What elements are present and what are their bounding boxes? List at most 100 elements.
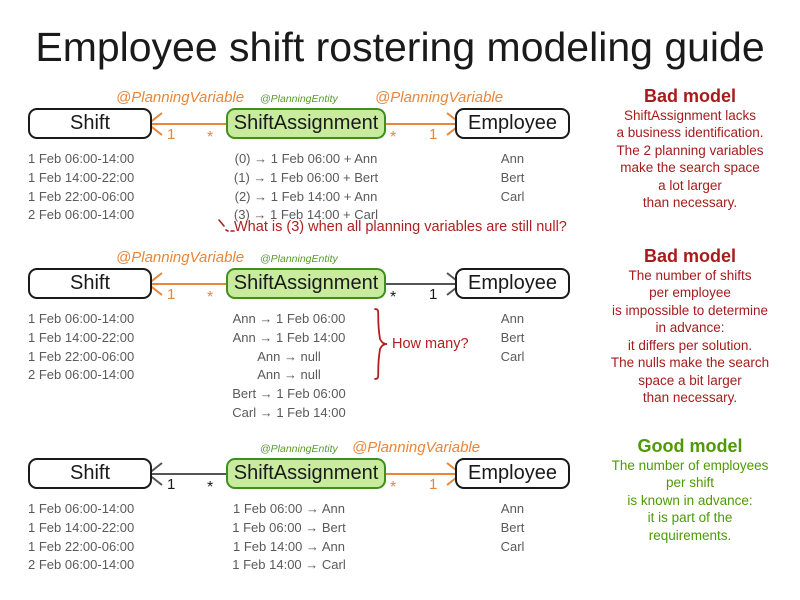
shift-list: 1 Feb 06:00-14:00 1 Feb 14:00-22:00 1 Fe… <box>28 150 134 225</box>
multiplicity-employee-many: * <box>390 289 397 306</box>
list-item: 2 Feb 06:00-14:00 <box>28 207 135 223</box>
shift-assignment-list: (0) → 1 Feb 06:00 + Ann (1) → 1 Feb 06:0… <box>206 150 406 225</box>
list-item: Carl <box>500 188 525 204</box>
note-line: than necessary. <box>642 195 738 210</box>
list-item: Ann → 1 Feb 14:00 <box>232 329 346 345</box>
annotation-planning-variable-left: @PlanningVariable <box>116 89 245 106</box>
note-line: The number of employees <box>611 457 769 473</box>
list-item: Ann → 1 Feb 06:00 <box>232 311 346 326</box>
list-item: (3) → 1 Feb 14:00 + Carl <box>233 207 379 223</box>
association-line-shift <box>152 283 228 285</box>
list-item: 1 Feb 06:00 → Bert <box>232 519 346 535</box>
class-box-shift[interactable]: Shift <box>28 458 152 489</box>
verdict-heading: Good model <box>637 436 743 456</box>
class-box-employee[interactable]: Employee <box>455 268 570 299</box>
list-item: Bert <box>500 169 525 185</box>
list-item: 1 Feb 22:00-06:00 <box>28 348 135 364</box>
multiplicity-shift-one: 1 <box>167 286 176 303</box>
page-title: Employee shift rostering modeling guide <box>35 24 765 70</box>
multiplicity-employee-one: 1 <box>429 126 438 143</box>
list-item: Ann <box>500 501 525 516</box>
note-line: The 2 planning variables <box>616 142 764 158</box>
callout-null-question: What is (3) when all planning variables … <box>234 219 567 235</box>
note-line: it differs per solution. <box>627 337 753 353</box>
employee-list: Ann Bert Carl <box>455 310 570 366</box>
class-box-shift-assignment[interactable]: ShiftAssignment <box>226 108 386 139</box>
association-line-employee <box>385 473 461 475</box>
shift-assignment-list: Ann → 1 Feb 06:00 Ann → 1 Feb 14:00 Ann … <box>206 310 372 423</box>
class-box-shift-assignment[interactable]: ShiftAssignment <box>226 458 386 489</box>
callout-leader-line <box>218 219 238 235</box>
note-line: per employee <box>649 285 731 300</box>
list-item: Bert <box>500 329 525 345</box>
section-2: @PlanningVariable @PlanningEntity 1 * * … <box>0 0 800 420</box>
list-item: 1 Feb 14:00-22:00 <box>28 329 135 345</box>
list-item: 2 Feb 06:00-14:00 <box>28 367 135 383</box>
multiplicity-shift-one: 1 <box>167 476 176 493</box>
list-item: Bert <box>500 519 525 535</box>
class-box-employee[interactable]: Employee <box>455 108 570 139</box>
class-box-shift[interactable]: Shift <box>28 108 152 139</box>
multiplicity-shift-many: * <box>207 129 214 146</box>
list-item: 1 Feb 06:00-14:00 <box>28 151 135 166</box>
verdict-note-1: Bad model ShiftAssignment lacks a busine… <box>580 86 800 212</box>
list-item: 1 Feb 14:00-22:00 <box>28 169 135 185</box>
list-item: (1) → 1 Feb 06:00 + Bert <box>233 169 379 185</box>
multiplicity-employee-many: * <box>390 129 397 146</box>
annotation-planning-entity: @PlanningEntity <box>260 443 338 455</box>
annotation-planning-entity: @PlanningEntity <box>260 93 338 105</box>
list-item: 1 Feb 06:00 → Ann <box>232 501 346 516</box>
note-line: requirements. <box>648 527 732 543</box>
list-item: 1 Feb 06:00-14:00 <box>28 311 135 326</box>
class-box-shift-assignment[interactable]: ShiftAssignment <box>226 268 386 299</box>
note-line: ShiftAssignment lacks <box>623 107 757 123</box>
list-item: 1 Feb 22:00-06:00 <box>28 188 135 204</box>
note-line: per shift <box>665 475 715 490</box>
list-item: (2) → 1 Feb 14:00 + Ann <box>234 188 378 204</box>
association-line-employee <box>385 123 461 125</box>
list-item: (0) → 1 Feb 06:00 + Ann <box>234 151 378 166</box>
employee-list: Ann Bert Carl <box>455 500 570 556</box>
list-item: Bert → 1 Feb 06:00 <box>232 386 346 402</box>
list-item: Ann → null <box>257 348 321 364</box>
shift-assignment-list: 1 Feb 06:00 → Ann 1 Feb 06:00 → Bert 1 F… <box>206 500 372 575</box>
section-1: @PlanningVariable @PlanningEntity @Plann… <box>0 0 800 240</box>
class-box-shift[interactable]: Shift <box>28 268 152 299</box>
list-item: 2 Feb 06:00-14:00 <box>28 557 135 573</box>
note-line: The number of shifts <box>628 267 752 283</box>
note-line: space a bit larger <box>638 372 742 388</box>
association-line-employee <box>385 283 461 285</box>
list-item: 1 Feb 22:00-06:00 <box>28 538 135 554</box>
list-item: Carl <box>500 348 525 364</box>
list-item: 1 Feb 14:00 → Carl <box>232 557 346 573</box>
association-line-shift <box>152 473 228 475</box>
annotation-planning-variable-right: @PlanningVariable <box>375 89 504 106</box>
multiplicity-employee-one: 1 <box>429 476 438 493</box>
note-line: The nulls make the search <box>610 355 770 370</box>
note-line: than necessary. <box>642 390 738 405</box>
list-item: Carl <box>500 538 525 554</box>
multiplicity-employee-one: 1 <box>429 286 438 303</box>
note-line: make the search space <box>620 160 760 175</box>
list-item: 1 Feb 14:00-22:00 <box>28 519 135 535</box>
note-line: it is part of the <box>647 510 733 525</box>
list-item: Ann → null <box>257 367 321 383</box>
class-box-employee[interactable]: Employee <box>455 458 570 489</box>
list-item: 1 Feb 06:00-14:00 <box>28 501 135 516</box>
multiplicity-employee-many: * <box>390 479 397 496</box>
note-line: is impossible to determine <box>611 302 769 318</box>
verdict-note-3: Good model The number of employees per s… <box>580 436 800 544</box>
verdict-note-2: Bad model The number of shifts per emplo… <box>580 246 800 407</box>
note-line: in advance: <box>655 320 725 335</box>
list-item: 1 Feb 14:00 → Ann <box>232 538 346 554</box>
note-line: a business identification. <box>616 125 764 140</box>
verdict-heading: Bad model <box>643 86 736 106</box>
list-item: Ann <box>500 311 525 326</box>
annotation-planning-variable-right: @PlanningVariable <box>352 439 481 456</box>
shift-list: 1 Feb 06:00-14:00 1 Feb 14:00-22:00 1 Fe… <box>28 500 134 575</box>
employee-list: Ann Bert Carl <box>455 150 570 206</box>
shift-list: 1 Feb 06:00-14:00 1 Feb 14:00-22:00 1 Fe… <box>28 310 134 385</box>
association-line-shift <box>152 123 228 125</box>
verdict-heading: Bad model <box>643 246 736 266</box>
